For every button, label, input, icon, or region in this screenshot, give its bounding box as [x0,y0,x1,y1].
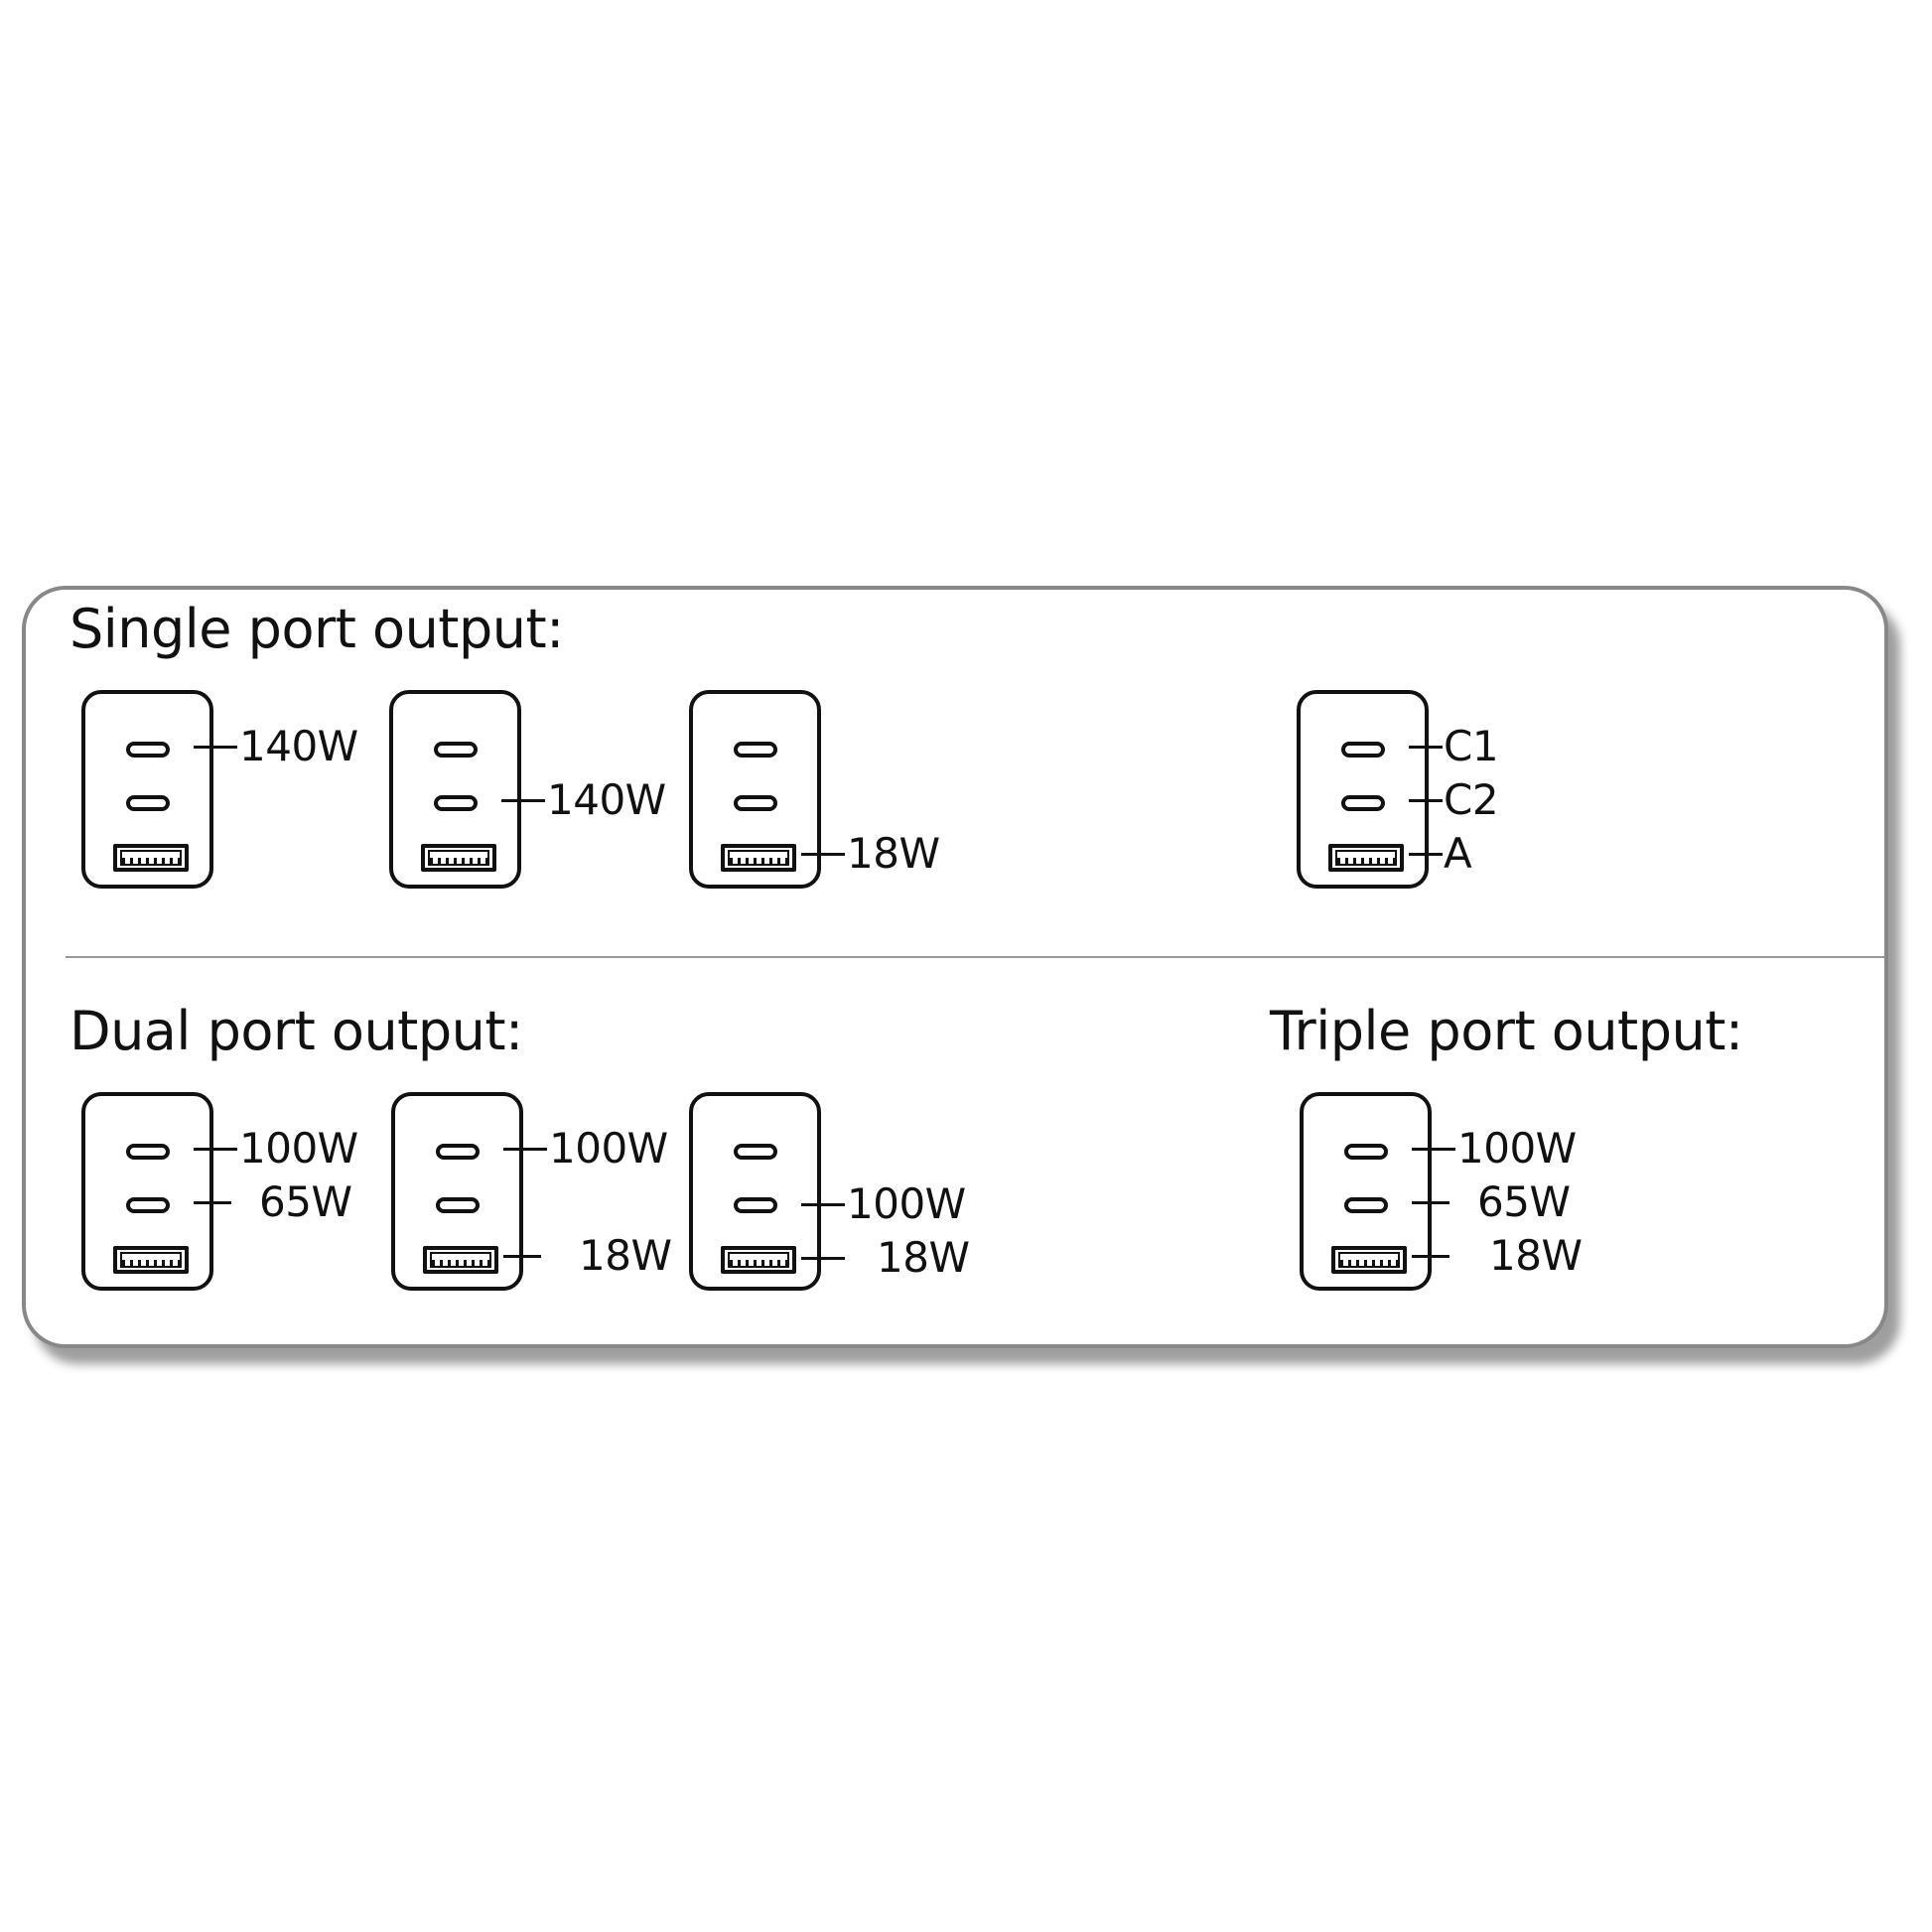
port-output-card: Single port output: 140W 140W 18W C1 C2 … [22,586,1888,1348]
wattage-label: 18W [1489,1231,1583,1280]
leader-line [801,1257,845,1260]
leader-line [801,1203,845,1206]
leader-line [194,746,237,749]
usb-c-port-2-icon [734,1197,777,1213]
leader-line [1409,799,1443,802]
leader-line [1409,853,1443,856]
usb-c-port-1-icon [1341,742,1385,758]
port-name-label: C1 [1444,722,1499,770]
charger-port-legend [1297,690,1429,889]
usb-a-port-icon [721,1246,796,1274]
leader-line [503,1148,547,1151]
charger-single-c1 [81,690,213,889]
usb-c-port-1-icon [126,742,170,758]
usb-c-port-1-icon [734,1144,777,1160]
charger-single-a [689,690,821,889]
leader-line [801,853,845,856]
leader-line [501,799,545,802]
usb-c-port-2-icon [1341,795,1385,811]
usb-c-port-1-icon [436,1144,480,1160]
wattage-label: 140W [547,775,666,824]
usb-c-port-1-icon [434,742,478,758]
wattage-label: 65W [259,1177,352,1226]
wattage-label: 100W [549,1124,668,1173]
wattage-label: 140W [239,722,358,770]
usb-c-port-2-icon [126,795,170,811]
charger-dual-c1-a [391,1092,523,1291]
charger-dual-c1-c2 [81,1092,213,1291]
usb-a-port-icon [421,844,496,872]
usb-c-port-1-icon [734,742,777,758]
leader-line [1412,1148,1455,1151]
wattage-label: 100W [1457,1124,1577,1173]
leader-line [503,1255,541,1258]
wattage-label: 18W [579,1231,672,1280]
charger-triple [1300,1092,1432,1291]
leader-line [1412,1201,1449,1204]
usb-a-port-icon [423,1246,498,1274]
usb-c-port-2-icon [126,1197,170,1213]
wattage-label: 100W [847,1179,966,1228]
charger-single-c2 [389,690,521,889]
usb-c-port-1-icon [126,1144,170,1160]
usb-c-port-2-icon [734,795,777,811]
section-divider [66,956,1884,958]
wattage-label: 18W [847,829,940,878]
usb-a-port-icon [113,1246,189,1274]
leader-line [194,1201,231,1204]
usb-c-port-2-icon [1344,1197,1388,1213]
leader-line [194,1148,237,1151]
triple-port-heading: Triple port output: [1270,1000,1743,1062]
usb-a-port-icon [721,844,796,872]
charger-dual-c2-a [689,1092,821,1291]
usb-a-port-icon [1331,1246,1407,1274]
single-port-heading: Single port output: [69,598,564,660]
usb-c-port-1-icon [1344,1144,1388,1160]
leader-line [1412,1255,1449,1258]
wattage-label: 18W [877,1233,970,1282]
leader-line [1409,746,1443,749]
usb-a-port-icon [113,844,189,872]
dual-port-heading: Dual port output: [69,1000,523,1062]
wattage-label: 100W [239,1124,358,1173]
port-name-label: A [1444,829,1472,878]
port-name-label: C2 [1444,775,1499,824]
usb-c-port-2-icon [434,795,478,811]
wattage-label: 65W [1477,1177,1571,1226]
usb-a-port-icon [1328,844,1404,872]
usb-c-port-2-icon [436,1197,480,1213]
